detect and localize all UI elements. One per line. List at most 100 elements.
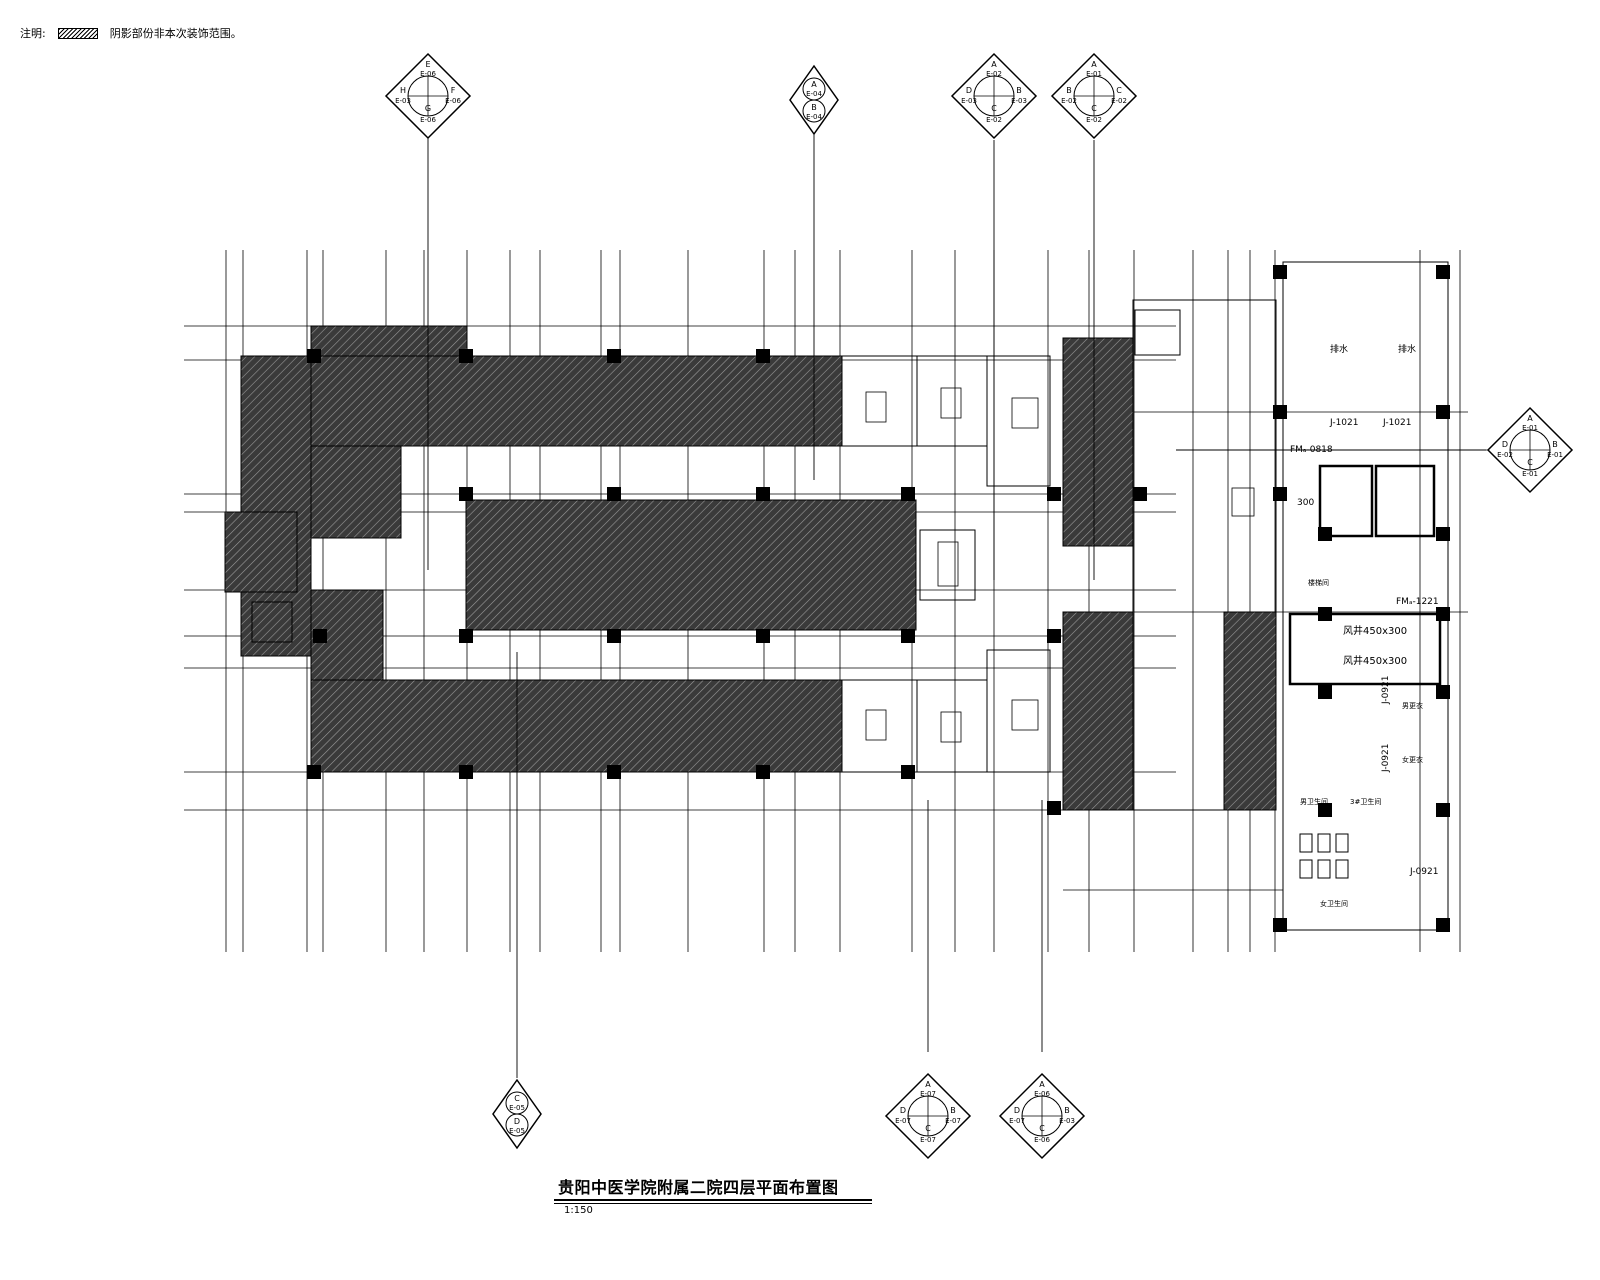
column <box>1318 803 1332 817</box>
marker-letter-left: D <box>900 1106 906 1115</box>
marker-ref-right: E-02 <box>1111 97 1127 105</box>
elevator-2 <box>1374 464 1436 538</box>
label-duct-1: 风井450x300 <box>1343 624 1407 637</box>
marker-ref-bottom: E-04 <box>806 113 822 121</box>
desk <box>865 391 887 423</box>
marker-letter-bottom: D <box>514 1117 520 1126</box>
marker-letter-left: D <box>1014 1106 1020 1115</box>
column <box>756 629 770 643</box>
column <box>1436 685 1450 699</box>
legend-note-label: 注明: <box>20 27 46 40</box>
marker-letter-right: B <box>1016 86 1022 95</box>
column <box>313 629 327 643</box>
label-j0921b: J-0921 <box>1381 744 1391 774</box>
legend-note: 注明: 阴影部份非本次装饰范围。 <box>20 25 242 41</box>
marker-ref-top: E-07 <box>920 1090 936 1098</box>
marker-letter-right: F <box>451 86 456 95</box>
column <box>1133 487 1147 501</box>
marker-letter-top: A <box>1091 60 1097 69</box>
marker-circle <box>505 1113 529 1137</box>
shaft-box <box>1134 309 1181 356</box>
marker-ref-top: E-01 <box>1522 424 1538 432</box>
title-scale: 1:150 <box>564 1205 593 1216</box>
title-main: 贵阳中医学院附属二院四层平面布置图 <box>558 1178 839 1197</box>
label-room-b: 排水 <box>1398 343 1416 355</box>
column <box>756 487 770 501</box>
marker-ref-bottom: E-05 <box>509 1127 525 1135</box>
marker-letter-top: A <box>1527 414 1533 423</box>
marker-letter-top: C <box>514 1094 520 1103</box>
hatch-south-wing <box>310 679 843 773</box>
label-room-a: 排水 <box>1330 343 1348 355</box>
marker-ref-top: E-04 <box>806 90 822 98</box>
marker-letter-bottom: C <box>1091 104 1097 113</box>
marker-ref-top: E-05 <box>509 1104 525 1112</box>
marker-ref-bottom: E-02 <box>1086 116 1102 124</box>
desk <box>865 709 887 741</box>
hatch-west-wing-upper <box>240 355 312 657</box>
toilets <box>1299 833 1349 879</box>
marker-ref-right: E-07 <box>945 1117 961 1125</box>
marker-ref-top: E-06 <box>420 70 436 78</box>
marker-ref-left: E-03 <box>395 97 411 105</box>
office-south-2 <box>916 679 988 773</box>
marker-letter-bottom: G <box>425 104 431 113</box>
column <box>607 349 621 363</box>
marker-letter-left: B <box>1066 86 1072 95</box>
desk <box>940 711 962 743</box>
marker-ref-top: E-01 <box>1086 70 1102 78</box>
column <box>1273 405 1287 419</box>
marker-ref-bottom: E-06 <box>1034 1136 1050 1144</box>
drawing-title: 贵阳中医学院附属二院四层平面布置图 1:150 <box>554 1174 878 1217</box>
marker-ref-left: E-02 <box>1497 451 1513 459</box>
marker-ref-bottom: E-02 <box>986 116 1002 124</box>
column <box>1273 265 1287 279</box>
label-duct-small: 300 <box>1297 498 1314 508</box>
east-annex <box>1282 261 1449 931</box>
marker-ref-right: E-06 <box>445 97 461 105</box>
label-door-a: J-1021 <box>1329 418 1359 428</box>
label-j0921a: J-0921 <box>1381 676 1391 706</box>
column <box>459 765 473 779</box>
elevator-west <box>251 601 293 643</box>
desk <box>1011 397 1039 429</box>
desk <box>1011 699 1039 731</box>
column <box>459 487 473 501</box>
column <box>1436 918 1450 932</box>
desk <box>937 541 959 587</box>
marker-letter-right: B <box>1064 1106 1070 1115</box>
marker-letter-left: D <box>1502 440 1508 449</box>
marker-ref-left: E-03 <box>961 97 977 105</box>
marker-letter-left: D <box>966 86 972 95</box>
marker-ref-bottom: E-06 <box>420 116 436 124</box>
marker-letter-top: E <box>425 60 430 69</box>
column <box>901 487 915 501</box>
hatch-north-wing <box>310 355 843 447</box>
column <box>459 349 473 363</box>
marker-letter-top: A <box>991 60 997 69</box>
marker-circle <box>802 99 826 123</box>
label-fm-right: FMₐ-1221 <box>1396 597 1439 607</box>
column <box>459 629 473 643</box>
hatch-east-shaft-lower <box>1062 611 1134 811</box>
hatch-north-block <box>310 325 468 357</box>
hatch-central-block <box>465 499 917 631</box>
marker-ref-right: E-03 <box>1059 1117 1075 1125</box>
marker-letter-top: A <box>925 1080 931 1089</box>
office-north-2 <box>916 355 988 447</box>
hatch-west-porch <box>224 511 298 593</box>
toilet-stall <box>1317 859 1331 879</box>
toilet-stall <box>1317 833 1331 853</box>
legend-note-text: 阴影部份非本次装饰范围。 <box>109 27 242 40</box>
hatch-east-stair-right <box>1223 611 1277 811</box>
label-duct-2: 风井450x300 <box>1343 654 1407 667</box>
toilet-stall <box>1299 833 1313 853</box>
office-south-1 <box>841 679 918 773</box>
marker-letter-bottom: C <box>1527 458 1533 467</box>
label-no3: 3#卫生间 <box>1350 797 1381 806</box>
marker-letter-bottom: C <box>991 104 997 113</box>
